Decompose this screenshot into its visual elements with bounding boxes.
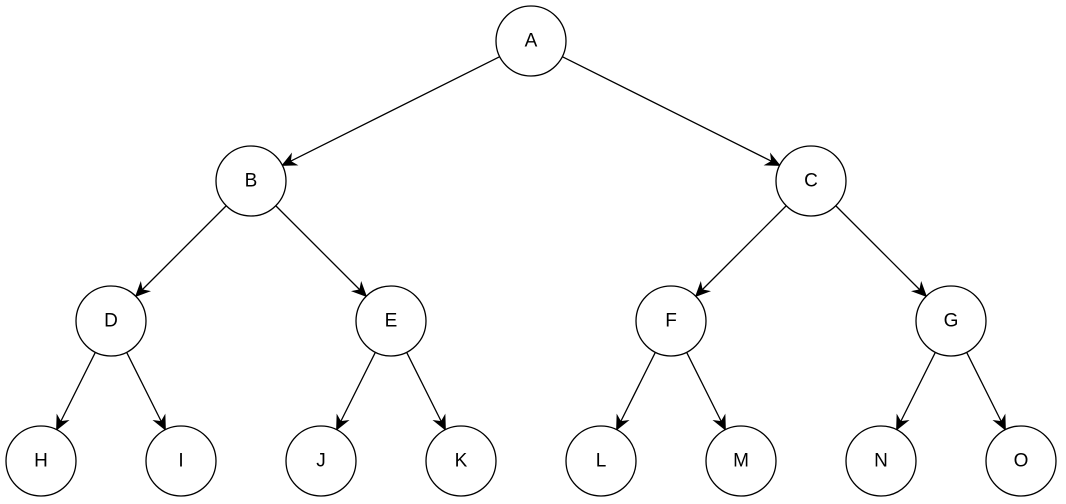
edge-line [686, 352, 722, 422]
edge-line [126, 352, 162, 422]
arrowhead-icon [281, 152, 299, 166]
edge-a-c [562, 56, 781, 166]
edge-line [966, 352, 1002, 422]
tree-node-f: F [635, 285, 707, 357]
arrowhead-icon [910, 280, 928, 298]
arrowhead-icon [336, 413, 350, 431]
node-circle [985, 425, 1057, 497]
node-circle [285, 425, 357, 497]
arrowhead-icon [992, 413, 1006, 431]
edge-d-h [56, 352, 96, 431]
node-circle [355, 285, 427, 357]
node-circle [775, 145, 847, 217]
edge-line [562, 56, 772, 162]
node-label: K [455, 451, 468, 472]
node-circle [565, 425, 637, 497]
tree-node-d: D [75, 285, 147, 357]
arrowhead-icon [432, 413, 446, 431]
node-circle [215, 145, 287, 217]
node-circle [425, 425, 497, 497]
edge-f-l [616, 352, 656, 431]
tree-node-o: O [985, 425, 1057, 497]
node-label: G [944, 311, 959, 332]
nodes-layer: A B C D E F G H I J K L M N O [5, 5, 1057, 497]
arrowhead-icon [896, 413, 910, 431]
arrowhead-icon [712, 413, 726, 431]
node-circle [915, 285, 987, 357]
edge-line [900, 352, 936, 422]
arrowhead-icon [134, 280, 152, 298]
tree-node-g: G [915, 285, 987, 357]
edge-e-k [406, 352, 446, 431]
edge-e-j [336, 352, 376, 431]
edge-line [60, 352, 96, 422]
edge-d-i [126, 352, 166, 431]
edge-b-e [275, 205, 368, 298]
edge-g-n [896, 352, 936, 431]
node-circle [5, 425, 77, 497]
arrowhead-icon [152, 413, 166, 431]
edges-layer [56, 56, 1006, 431]
tree-node-c: C [775, 145, 847, 217]
node-label: B [245, 171, 258, 192]
tree-node-h: H [5, 425, 77, 497]
tree-node-n: N [845, 425, 917, 497]
node-circle [75, 285, 147, 357]
edge-line [275, 205, 361, 291]
node-label: I [178, 451, 183, 472]
tree-node-e: E [355, 285, 427, 357]
edge-c-g [835, 205, 928, 298]
node-label: D [104, 311, 118, 332]
node-label: H [34, 451, 48, 472]
edge-line [620, 352, 656, 422]
edge-line [141, 205, 227, 291]
arrowhead-icon [763, 152, 781, 166]
node-label: L [596, 451, 607, 472]
edge-line [701, 205, 787, 291]
node-circle [635, 285, 707, 357]
node-circle [845, 425, 917, 497]
edge-g-o [966, 352, 1006, 431]
node-label: N [874, 451, 888, 472]
node-circle [495, 5, 567, 77]
edge-b-d [134, 205, 227, 298]
tree-node-k: K [425, 425, 497, 497]
edge-line [406, 352, 442, 422]
tree-node-b: B [215, 145, 287, 217]
tree-node-l: L [565, 425, 637, 497]
arrowhead-icon [616, 413, 630, 431]
node-label: C [804, 171, 818, 192]
tree-node-j: J [285, 425, 357, 497]
arrowhead-icon [350, 280, 368, 298]
tree-node-m: M [705, 425, 777, 497]
edge-c-f [694, 205, 787, 298]
tree-node-a: A [495, 5, 567, 77]
node-label: A [525, 31, 538, 52]
tree-node-i: I [145, 425, 217, 497]
edge-line [340, 352, 376, 422]
arrowhead-icon [56, 413, 70, 431]
edge-f-m [686, 352, 726, 431]
node-label: M [733, 451, 749, 472]
node-circle [705, 425, 777, 497]
arrowhead-icon [694, 280, 712, 298]
edge-line [835, 205, 921, 291]
node-label: E [385, 311, 398, 332]
edge-a-b [281, 56, 500, 166]
node-label: F [665, 311, 677, 332]
node-label: O [1014, 451, 1029, 472]
edge-line [290, 56, 500, 162]
node-circle [145, 425, 217, 497]
node-label: J [316, 451, 326, 472]
